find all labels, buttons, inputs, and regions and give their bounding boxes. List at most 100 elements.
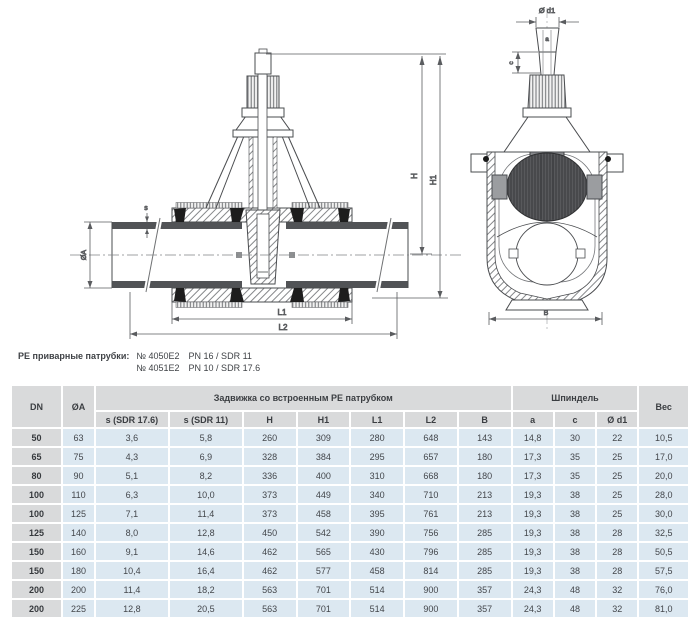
cell-value: 19,3: [512, 524, 553, 541]
cell-value: 32: [597, 581, 638, 598]
dim-label-dia-a: ØA: [81, 250, 88, 260]
cell-value: 213: [458, 486, 511, 503]
cell-value: 19,3: [512, 505, 553, 522]
cell-value: 25: [597, 486, 638, 503]
cell-value: 35: [554, 467, 596, 484]
group-header-valve: Задвижка со встроенным PE патрубком: [95, 386, 511, 410]
dim-label-l1: L1: [278, 308, 287, 317]
cell-value: 7,1: [95, 505, 168, 522]
cell-value: 648: [405, 429, 457, 446]
cell-value: 17,3: [512, 448, 553, 465]
cell-value: 12,8: [169, 524, 242, 541]
wedge: [236, 209, 295, 285]
cell-value: 28,0: [639, 486, 688, 503]
cell-value: 458: [351, 562, 404, 579]
cell-value: 14,8: [512, 429, 553, 446]
cell-value: 310: [351, 467, 404, 484]
cell-value: 48: [554, 600, 596, 617]
cell-value: 357: [458, 581, 511, 598]
cell-value: 260: [243, 429, 296, 446]
cell-value: 18,2: [169, 581, 242, 598]
cell-value: 24,3: [512, 600, 553, 617]
cell-value: 900: [405, 581, 457, 598]
dim-label-a: a: [545, 36, 549, 43]
col-subheader: L1: [351, 412, 404, 427]
dim-label-c: c: [508, 61, 515, 65]
cell-value: 514: [351, 600, 404, 617]
col-subheader: c: [554, 412, 596, 427]
dim-label-h1: H1: [429, 174, 438, 185]
cell-value: 12,8: [95, 600, 168, 617]
front-view: [70, 48, 462, 308]
pe-note-num: № 4051E2: [136, 363, 180, 373]
cell-value: 81,0: [639, 600, 688, 617]
dim-label-h: H: [410, 173, 419, 179]
cell-value: 5,1: [95, 467, 168, 484]
cell-dn: 150: [12, 543, 62, 560]
cell-value: 19,3: [512, 486, 553, 503]
cell-dn: 80: [12, 467, 62, 484]
cell-value: 11,4: [169, 505, 242, 522]
cell-value: 285: [458, 524, 511, 541]
cell-value: 28: [597, 562, 638, 579]
cell-value: 6,9: [169, 448, 242, 465]
cell-value: 701: [297, 600, 350, 617]
cell-value: 143: [458, 429, 511, 446]
cell-value: 225: [63, 600, 94, 617]
cell-value: 373: [243, 505, 296, 522]
cell-value: 38: [554, 505, 596, 522]
cell-dn: 200: [12, 581, 62, 598]
cell-value: 8,2: [169, 467, 242, 484]
col-subheader: s (SDR 17.6): [95, 412, 168, 427]
cell-value: 14,6: [169, 543, 242, 560]
cell-value: 449: [297, 486, 350, 503]
dim-label-s: s: [144, 205, 148, 212]
cell-value: 701: [297, 581, 350, 598]
cell-value: 50,5: [639, 543, 688, 560]
cell-value: 395: [351, 505, 404, 522]
cell-value: 32: [597, 600, 638, 617]
cell-value: 295: [351, 448, 404, 465]
cell-value: 19,3: [512, 562, 553, 579]
cell-dn: 65: [12, 448, 62, 465]
cell-value: 76,0: [639, 581, 688, 598]
cell-value: 140: [63, 524, 94, 541]
side-bonnet: [503, 27, 591, 153]
cell-value: 19,3: [512, 543, 553, 560]
cell-value: 38: [554, 486, 596, 503]
col-header-oa: ØA: [63, 386, 94, 427]
cell-value: 373: [243, 486, 296, 503]
pe-note-spec: PN 16 / SDR 11: [188, 351, 252, 361]
cell-value: 200: [63, 581, 94, 598]
cell-value: 336: [243, 467, 296, 484]
pe-note-spec: PN 10 / SDR 17.6: [188, 363, 261, 373]
col-subheader: a: [512, 412, 553, 427]
cell-value: 10,5: [639, 429, 688, 446]
gate-disc: [491, 147, 603, 222]
cell-value: 22: [597, 429, 638, 446]
cell-value: 400: [297, 467, 350, 484]
cell-dn: 200: [12, 600, 62, 617]
cell-value: 180: [63, 562, 94, 579]
cell-value: 563: [243, 600, 296, 617]
cell-value: 285: [458, 562, 511, 579]
cell-value: 160: [63, 543, 94, 560]
cell-value: 30: [554, 429, 596, 446]
cell-dn: 50: [12, 429, 62, 446]
cell-value: 38: [554, 543, 596, 560]
cell-value: 814: [405, 562, 457, 579]
cell-value: 17,3: [512, 467, 553, 484]
cell-value: 10,4: [95, 562, 168, 579]
col-subheader: Ø d1: [597, 412, 638, 427]
cell-value: 24,3: [512, 581, 553, 598]
col-subheader: L2: [405, 412, 457, 427]
cell-value: 10,0: [169, 486, 242, 503]
cell-value: 340: [351, 486, 404, 503]
col-subheader: s (SDR 11): [169, 412, 242, 427]
